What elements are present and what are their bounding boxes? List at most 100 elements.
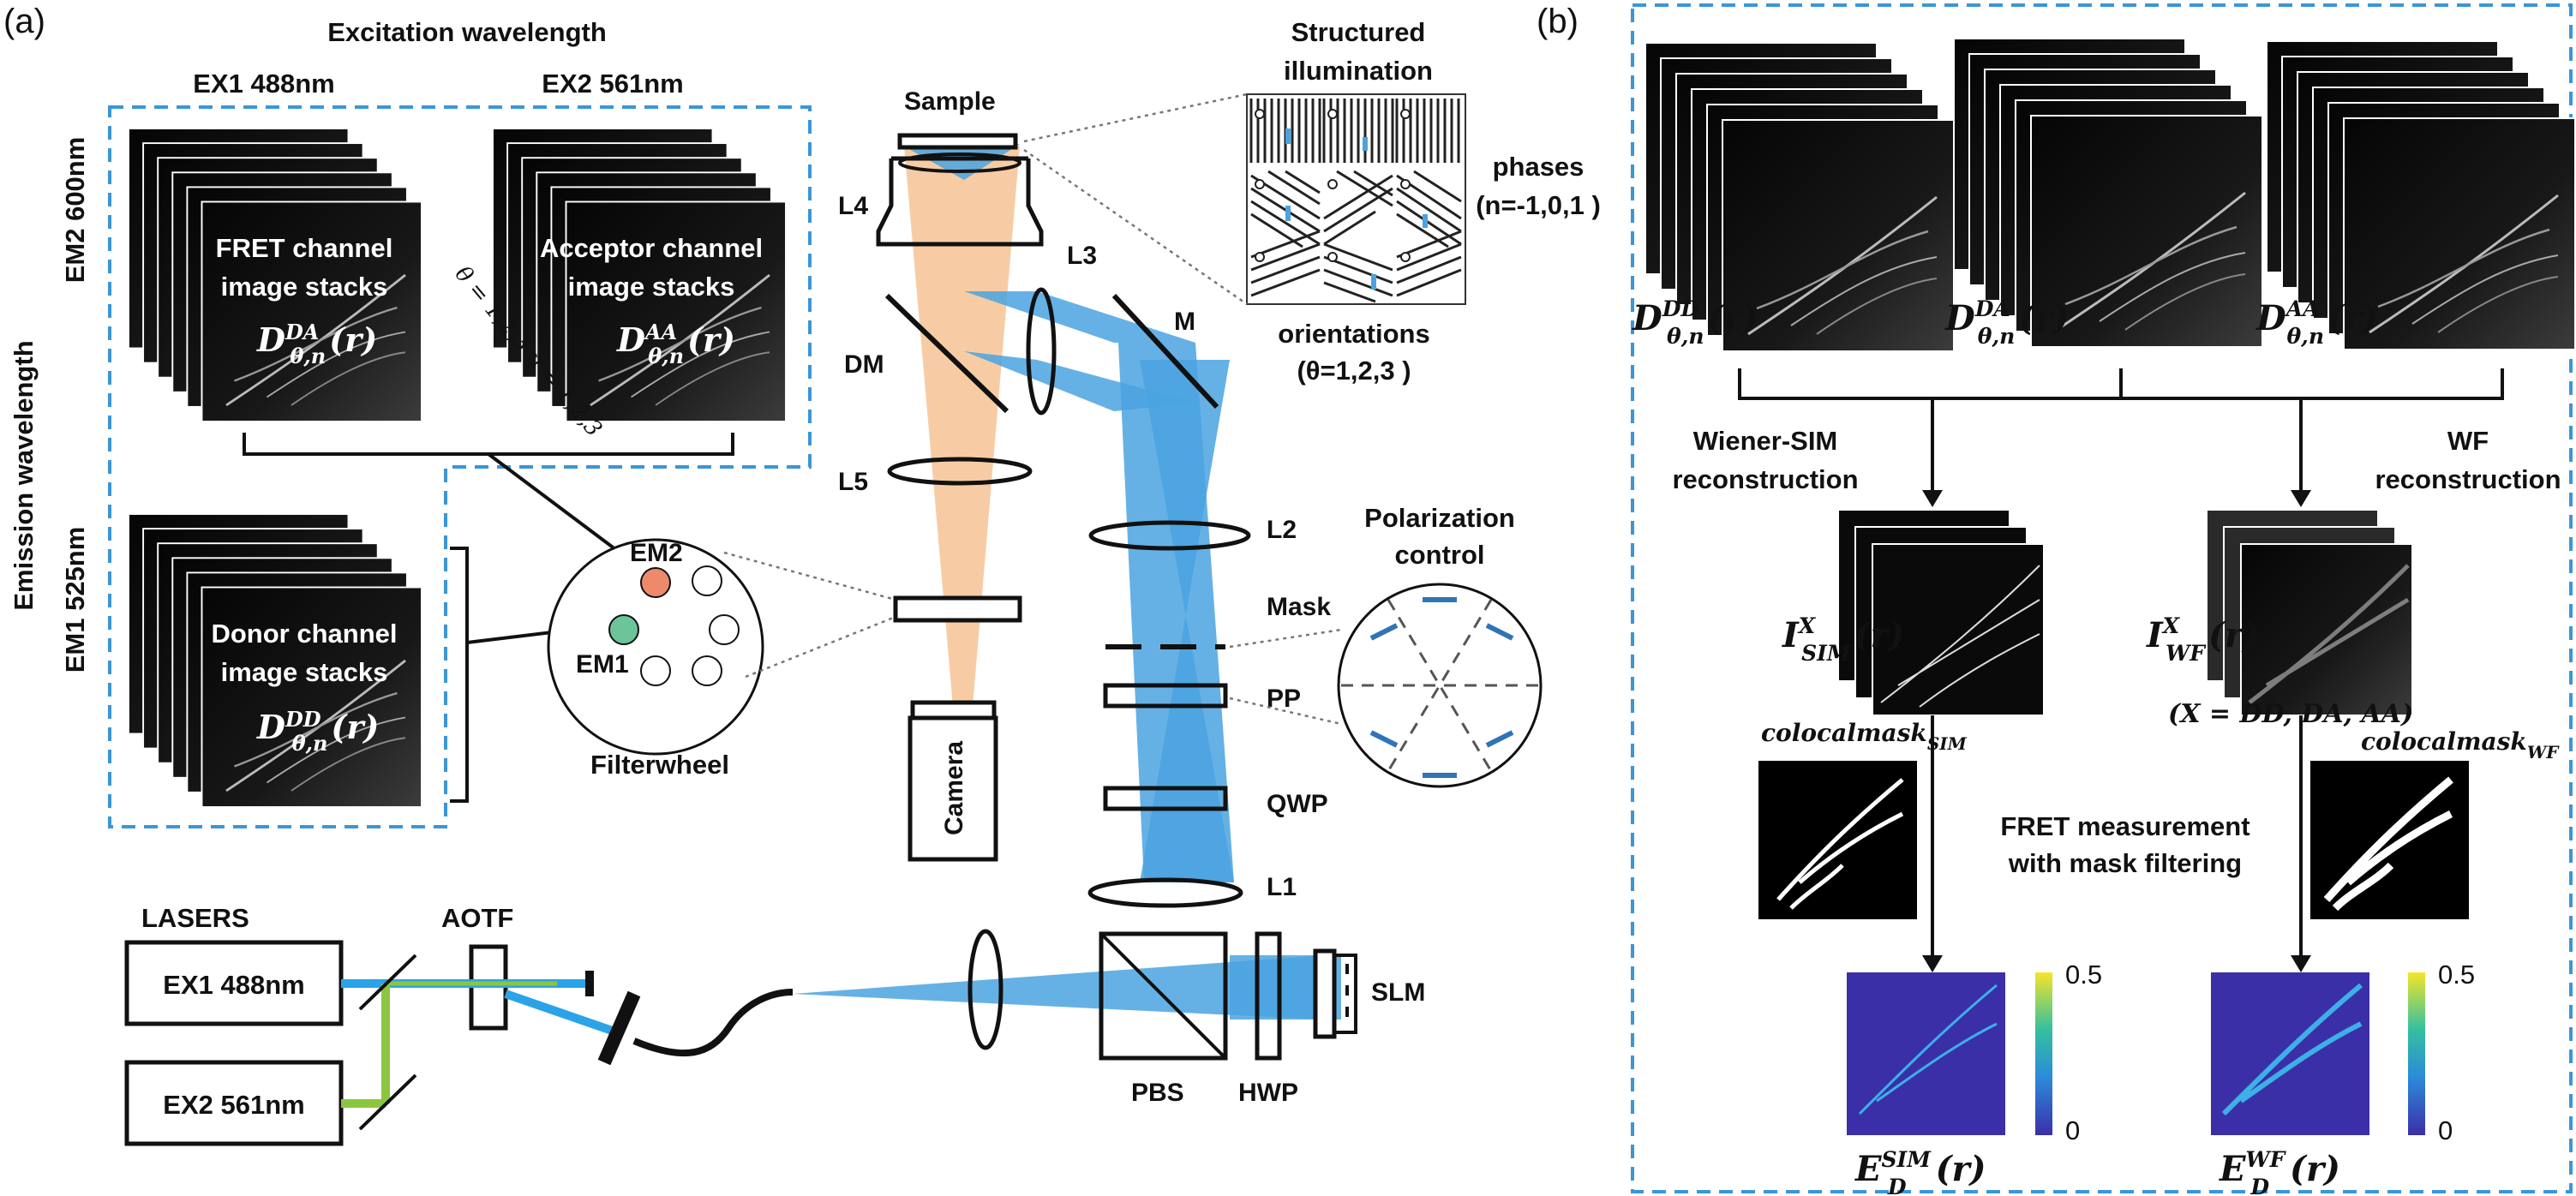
em2-bracket bbox=[243, 433, 734, 456]
laser-ex1-label: EX1 488nm bbox=[163, 970, 304, 1000]
wiener-line1: Wiener-SIM bbox=[1693, 426, 1838, 456]
acceptor-stack-line2: image stacks bbox=[568, 272, 735, 302]
panel-b-dashed-box bbox=[1631, 3, 2573, 1193]
phases-line2: (n=-1,0,1 ) bbox=[1476, 190, 1601, 220]
ex2-header: EX2 561nm bbox=[542, 69, 683, 99]
em1-bracket bbox=[450, 547, 469, 803]
quarter-wave-plate bbox=[1103, 786, 1228, 811]
beam-cross bbox=[1140, 360, 1234, 882]
pbs-cube bbox=[1099, 931, 1228, 1061]
donor-stack-line2: image stacks bbox=[221, 657, 388, 687]
orientations-line2: (θ=1,2,3 ) bbox=[1297, 356, 1411, 386]
wf-reconstruction-stack bbox=[2206, 509, 2413, 716]
illumination-patterns bbox=[1246, 93, 1466, 305]
combining-mirror bbox=[358, 1073, 417, 1131]
sample-slide bbox=[897, 133, 1018, 150]
colorbar-wf-min: 0 bbox=[2438, 1115, 2453, 1145]
channels-dashed-box bbox=[108, 105, 812, 828]
laser-ex2-label: EX2 561nm bbox=[163, 1090, 304, 1120]
l3-label: L3 bbox=[1067, 242, 1097, 270]
lasers-label: LASERS bbox=[141, 903, 249, 933]
wf-line2: reconstruction bbox=[2375, 464, 2561, 494]
sim-reconstruction-stack bbox=[1837, 509, 2045, 716]
qwp-label: QWP bbox=[1267, 790, 1328, 818]
polarizer-pp bbox=[1103, 683, 1228, 709]
flow-connector bbox=[1738, 368, 2504, 497]
wf-line1: WF bbox=[2447, 426, 2489, 456]
l5-label: L5 bbox=[838, 468, 868, 496]
polarization-diagram bbox=[1337, 583, 1543, 788]
em1-wheel-label: EM1 bbox=[576, 650, 629, 679]
structured-line2: illumination bbox=[1284, 56, 1433, 86]
hwp-label: HWP bbox=[1238, 1079, 1298, 1107]
em2-wheel-label: EM2 bbox=[630, 539, 683, 567]
mask-label: Mask bbox=[1267, 593, 1331, 621]
em2-label: EM2 600nm bbox=[60, 137, 90, 284]
excitation-header: Excitation wavelength bbox=[327, 17, 607, 47]
laser-ex2 bbox=[124, 1060, 344, 1146]
orientations-line1: orientations bbox=[1278, 319, 1429, 349]
filterwheel-callout bbox=[723, 551, 896, 679]
lens-l1 bbox=[1087, 877, 1243, 908]
em2-filter bbox=[640, 567, 671, 598]
polarization-line1: Polarization bbox=[1364, 503, 1515, 533]
emission-header: Emission wavelength bbox=[9, 340, 39, 610]
aotf-label: AOTF bbox=[441, 903, 513, 933]
lens-l2 bbox=[1088, 520, 1251, 551]
colorbar-wf-max: 0.5 bbox=[2438, 960, 2475, 990]
polarization-callout bbox=[1229, 628, 1342, 726]
ex1-header: EX1 488nm bbox=[193, 69, 334, 99]
structured-line1: Structured bbox=[1291, 17, 1426, 47]
optical-fiber bbox=[632, 989, 794, 1057]
beam-fiber-to-pbs bbox=[793, 955, 1324, 1020]
acceptor-stack-line1: Acceptor channel bbox=[540, 233, 763, 263]
l4-label: L4 bbox=[838, 192, 868, 220]
half-wave-plate bbox=[1255, 931, 1282, 1061]
m-label: M bbox=[1174, 308, 1195, 336]
camera-label: Camera bbox=[940, 741, 968, 835]
colorbar-sim-min: 0 bbox=[2065, 1115, 2080, 1145]
dichroic-mirror bbox=[884, 293, 1009, 414]
colorbar-wf bbox=[2408, 972, 2425, 1135]
l1-label: L1 bbox=[1267, 873, 1297, 901]
dm-label: DM bbox=[844, 350, 884, 379]
colorbar-sim bbox=[2035, 972, 2052, 1135]
sample-label: Sample bbox=[904, 87, 996, 116]
fret-measure-line1: FRET measurement bbox=[2000, 811, 2250, 841]
pp-label: PP bbox=[1267, 685, 1301, 713]
polarization-line2: control bbox=[1394, 540, 1484, 570]
l2-label: L2 bbox=[1267, 516, 1297, 544]
emission-filter-slot bbox=[893, 595, 1022, 623]
phases-line1: phases bbox=[1493, 152, 1585, 182]
fiber-coupler bbox=[597, 990, 641, 1066]
fret-stack-line1: FRET channel bbox=[216, 233, 393, 263]
lens-l3 bbox=[1026, 287, 1057, 416]
emission-beam bbox=[904, 146, 1020, 707]
collimating-lens bbox=[967, 929, 1003, 1050]
x-note: (X = DD, DA, AA) bbox=[2168, 699, 2413, 729]
sample-callout bbox=[1023, 93, 1248, 306]
colocal-mask-sim-label: colocalmaskSIM bbox=[1761, 719, 1968, 754]
colorbar-sim-max: 0.5 bbox=[2065, 960, 2102, 990]
mirror-m bbox=[1111, 293, 1219, 410]
em1-label: EM1 525nm bbox=[60, 527, 90, 673]
beam-l3-to-m bbox=[964, 291, 1195, 343]
lens-l5 bbox=[887, 457, 1033, 486]
filterwheel-label: Filterwheel bbox=[590, 750, 729, 780]
panel-b-label: (b) bbox=[1537, 3, 1579, 40]
panel-a-label: (a) bbox=[3, 3, 45, 40]
pbs-label: PBS bbox=[1131, 1079, 1184, 1107]
slm-label: SLM bbox=[1371, 978, 1425, 1007]
fret-stack-line2: image stacks bbox=[221, 272, 388, 302]
wiener-line2: reconstruction bbox=[1672, 464, 1858, 494]
fret-measure-line2: with mask filtering bbox=[2008, 848, 2242, 878]
beam-block bbox=[585, 971, 594, 996]
em1-filter bbox=[608, 614, 639, 645]
donor-stack-line1: Donor channel bbox=[211, 619, 397, 649]
colocal-mask-wf-label: colocalmaskWF bbox=[2361, 727, 2560, 762]
slm bbox=[1313, 948, 1337, 1039]
